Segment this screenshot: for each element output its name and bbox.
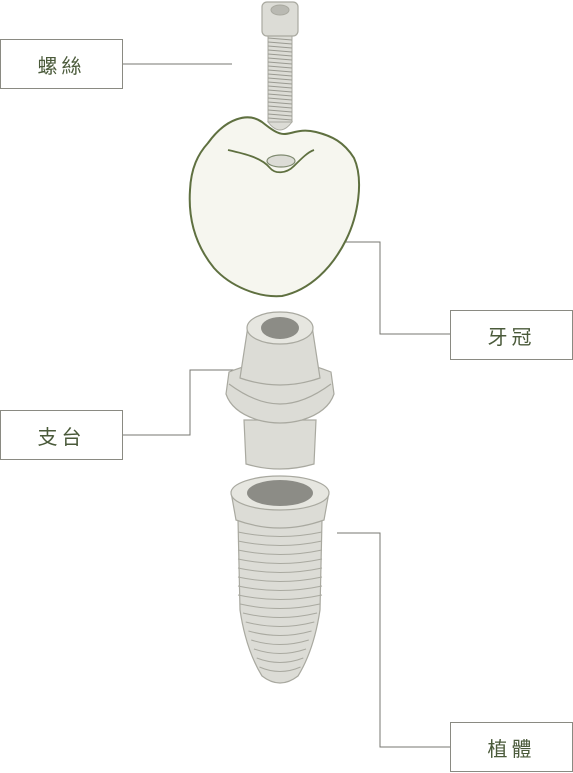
- label-implant: 植體: [450, 722, 573, 772]
- implant-hole: [247, 480, 313, 506]
- screw-thread-line: [267, 101, 293, 105]
- implant-threads: [237, 531, 323, 672]
- screw-thread-line: [267, 53, 293, 57]
- crown-screw-hole: [266, 154, 296, 168]
- implant-thread-line: [242, 612, 318, 618]
- implant-thread-line: [237, 549, 323, 555]
- screw-thread-line: [267, 45, 293, 49]
- implant-thread-line: [248, 630, 312, 636]
- abutment-part: [225, 311, 335, 470]
- screw-part: [261, 1, 299, 131]
- crown-occlusal-groove: [227, 149, 315, 174]
- implant-thread-line: [259, 666, 301, 672]
- screw-thread-line: [267, 85, 293, 89]
- label-crown: 牙冠: [450, 310, 573, 360]
- screw-thread-line: [267, 41, 293, 45]
- implant-thread-line: [237, 558, 323, 564]
- screw-thread-line: [267, 97, 293, 101]
- screw-thread-line: [267, 117, 293, 121]
- implant-thread-line: [237, 594, 323, 600]
- implant-thread-line: [237, 585, 323, 591]
- implant-thread-line: [253, 648, 307, 654]
- label-abutment: 支台: [0, 410, 123, 460]
- screw-thread-line: [267, 113, 293, 117]
- screw-thread-line: [267, 61, 293, 65]
- screw-thread-line: [267, 81, 293, 85]
- screw-thread-line: [267, 65, 293, 69]
- screw-head-socket: [270, 4, 290, 16]
- implant-thread-line: [237, 576, 323, 582]
- implant-part: [230, 475, 330, 684]
- screw-thread-line: [267, 57, 293, 61]
- abutment-hole: [261, 317, 299, 339]
- implant-thread-line: [237, 531, 323, 537]
- implant-thread-line: [237, 540, 323, 546]
- abutment-neck: [243, 419, 317, 470]
- implant-thread-line: [245, 621, 315, 627]
- screw-thread-line: [267, 73, 293, 77]
- screw-thread-line: [267, 105, 293, 109]
- screw-threads: [267, 37, 293, 121]
- implant-body: [237, 519, 323, 684]
- screw-thread-line: [267, 69, 293, 73]
- screw-thread-line: [267, 89, 293, 93]
- implant-thread-line: [251, 639, 309, 645]
- abutment-collar-edge: [228, 383, 332, 405]
- crown-body: [188, 116, 360, 298]
- screw-tip: [266, 121, 294, 131]
- crown-part: [188, 116, 360, 298]
- screw-thread-line: [267, 77, 293, 81]
- leader-implant: [337, 532, 450, 748]
- screw-thread-line: [267, 37, 293, 41]
- implant-thread-line: [240, 603, 320, 609]
- leader-abutment: [123, 369, 236, 436]
- screw-thread-line: [267, 93, 293, 97]
- screw-thread-line: [267, 109, 293, 113]
- implant-thread-line: [237, 567, 323, 573]
- implant-thread-line: [256, 657, 304, 663]
- screw-thread-line: [267, 49, 293, 53]
- label-screw: 螺絲: [0, 39, 123, 89]
